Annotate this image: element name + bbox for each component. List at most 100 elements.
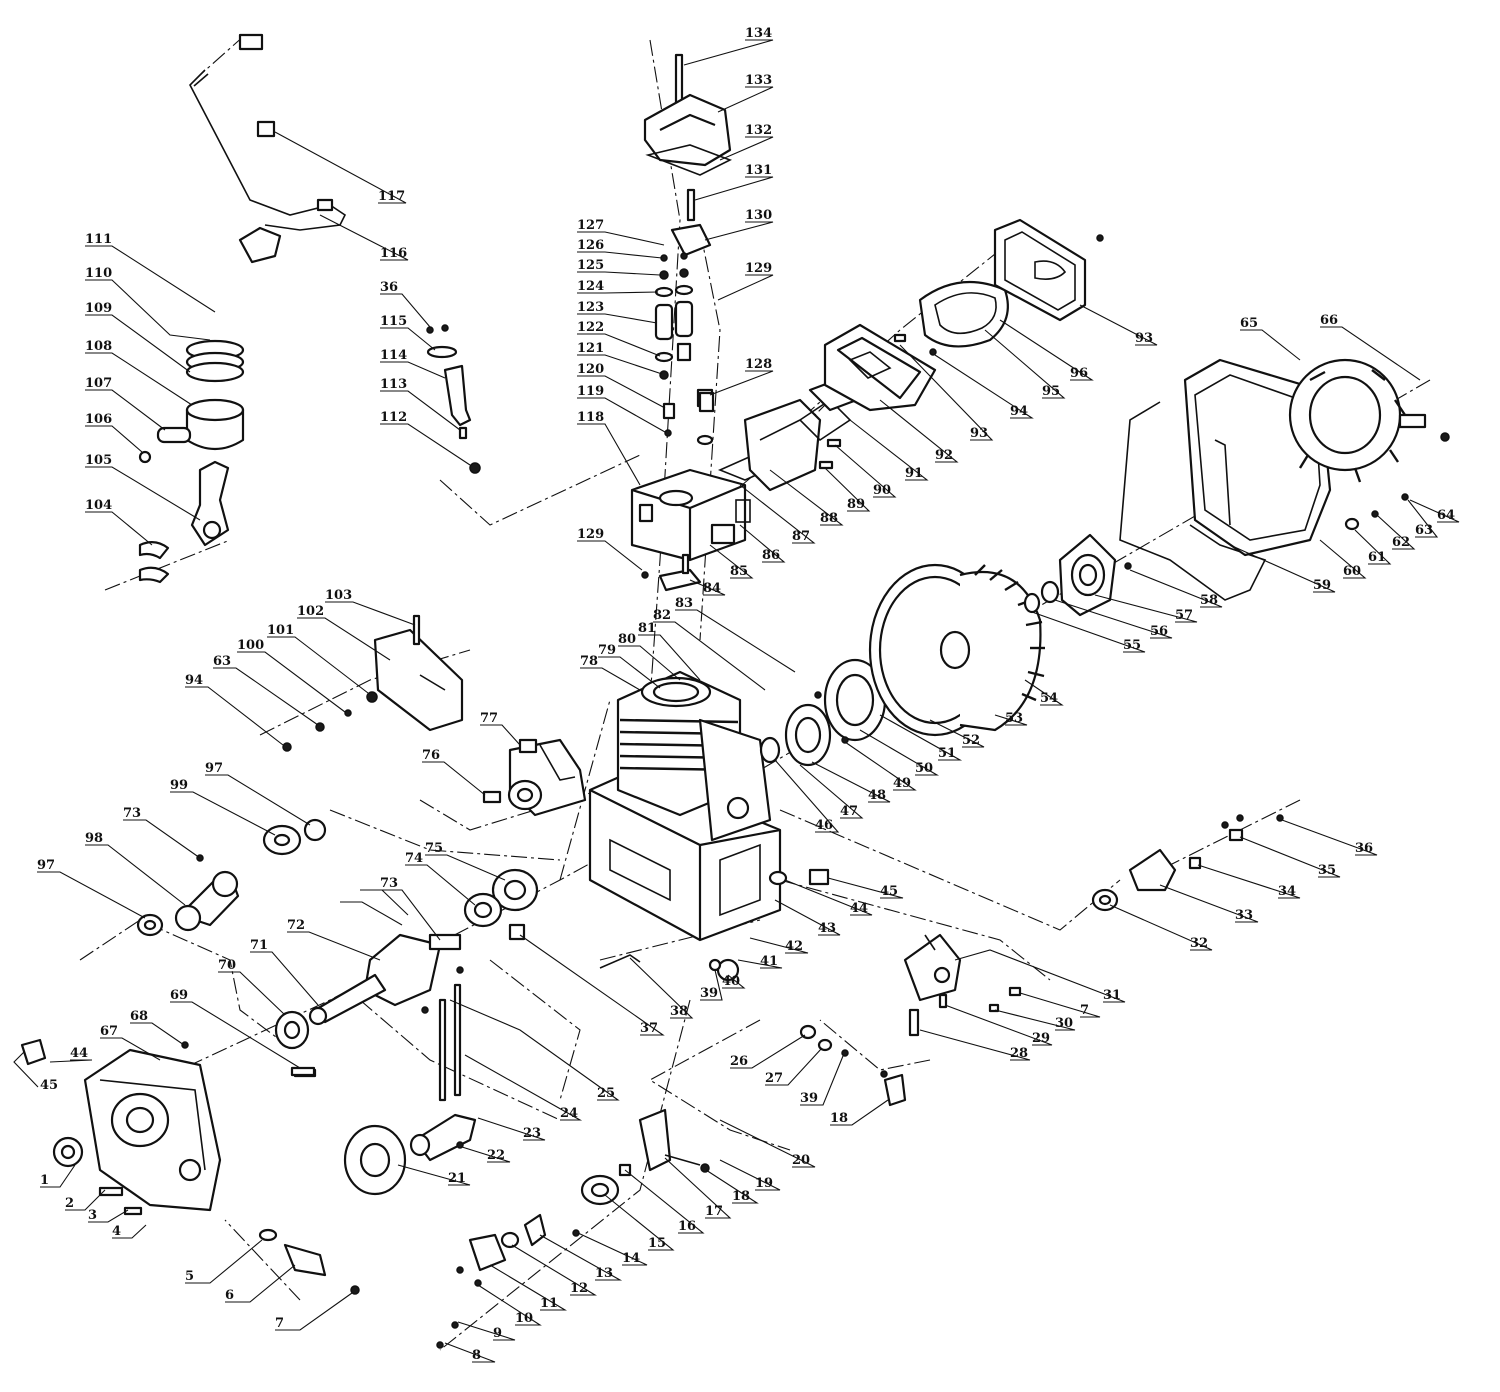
svg-text:69: 69	[170, 988, 188, 1003]
callout-85: 85	[709, 544, 754, 579]
svg-text:23: 23	[523, 1126, 541, 1141]
svg-text:13: 13	[595, 1266, 613, 1281]
callout-47: 47	[799, 764, 864, 819]
callout-7b: 7	[1019, 992, 1101, 1018]
svg-text:102: 102	[297, 604, 324, 619]
callout-115: 115	[380, 314, 436, 351]
svg-text:105: 105	[85, 453, 112, 468]
callout-93: 93	[899, 344, 994, 441]
svg-text:18: 18	[830, 1111, 848, 1126]
callout-95: 95	[984, 329, 1066, 399]
callout-10: 10	[477, 1284, 542, 1326]
callout-126: 126	[577, 238, 663, 259]
svg-text:74: 74	[405, 851, 423, 866]
svg-text:43: 43	[818, 921, 836, 936]
callout-71: 71	[250, 938, 319, 1006]
assembly-centerlines	[79, 34, 1431, 1351]
callout-72: 72	[287, 918, 381, 961]
engine-parts	[20, 33, 1450, 1349]
callout-40: 40	[722, 974, 746, 989]
camshaft-gear	[343, 966, 477, 1196]
svg-text:131: 131	[745, 163, 772, 178]
svg-text:94: 94	[185, 673, 203, 688]
svg-text:123: 123	[577, 300, 604, 315]
callout-15: 15	[604, 1194, 675, 1251]
callout-82: 82	[653, 608, 766, 691]
callout-125: 125	[577, 258, 661, 276]
svg-text:129: 129	[745, 261, 772, 276]
svg-text:46: 46	[815, 818, 833, 833]
callout-45: 45	[827, 877, 904, 899]
callout-25: 25	[449, 999, 620, 1101]
callout-57: 57	[1094, 594, 1198, 623]
svg-text:48: 48	[868, 788, 886, 803]
callout-38: 38	[629, 957, 694, 1019]
callout-117: 117	[274, 131, 407, 204]
callout-29: 29	[944, 1004, 1053, 1046]
svg-text:132: 132	[745, 123, 772, 138]
svg-text:84: 84	[703, 581, 721, 596]
svg-text:35: 35	[1318, 863, 1336, 878]
callout-22b	[360, 889, 409, 916]
crankcase-side-cover	[20, 1038, 360, 1295]
svg-text:104: 104	[85, 498, 112, 513]
callout-68: 68	[130, 1009, 185, 1046]
svg-text:111: 111	[85, 232, 112, 247]
callout-92: 92	[879, 399, 959, 463]
starter-motor	[482, 738, 587, 817]
callout-132: 132	[719, 123, 774, 161]
callout-122: 122	[577, 320, 661, 357]
callout-116: 116	[319, 214, 409, 261]
callout-3: 3	[88, 1208, 129, 1223]
callout-102: 102	[297, 604, 391, 661]
callout-94b: 94	[185, 673, 284, 746]
callout-97: 97	[37, 858, 146, 919]
svg-text:25: 25	[597, 1086, 615, 1101]
callout-118: 118	[577, 410, 641, 486]
callout-61: 61	[1354, 529, 1392, 565]
callout-54: 54	[1024, 679, 1064, 706]
callout-62: 62	[1377, 515, 1416, 550]
callout-39: 39	[700, 969, 723, 1001]
callout-66: 66	[1320, 313, 1421, 381]
callout-44: 44	[784, 879, 873, 916]
svg-text:97: 97	[205, 761, 223, 776]
callout-27: 27	[765, 1047, 823, 1086]
svg-text:41: 41	[760, 954, 778, 969]
callout-97b: 97	[205, 761, 311, 826]
callout-50: 50	[859, 729, 940, 776]
callout-33: 33	[1159, 884, 1259, 923]
svg-text:44: 44	[850, 901, 868, 916]
svg-text:40: 40	[722, 974, 740, 989]
callout-51: 51	[879, 714, 963, 761]
callout-83: 83	[675, 596, 796, 673]
svg-text:58: 58	[1200, 593, 1218, 608]
callout-107: 107	[85, 376, 166, 431]
callout-9: 9	[457, 1321, 516, 1341]
callout-34: 34	[1197, 864, 1301, 899]
svg-text:120: 120	[577, 362, 604, 377]
callout-5: 5	[185, 1239, 263, 1284]
svg-text:80: 80	[618, 632, 636, 647]
svg-text:83: 83	[675, 596, 693, 611]
svg-text:55: 55	[1123, 638, 1141, 653]
callout-42: 42	[749, 937, 809, 954]
svg-text:3: 3	[88, 1208, 97, 1223]
callout-2: 2	[65, 1189, 106, 1211]
svg-text:122: 122	[577, 320, 604, 335]
svg-text:88: 88	[820, 511, 838, 526]
callout-69: 69	[170, 988, 301, 1069]
svg-text:68: 68	[130, 1009, 148, 1024]
svg-text:10: 10	[515, 1311, 533, 1326]
callout-20: 20	[719, 1119, 816, 1168]
svg-text:7: 7	[275, 1316, 284, 1331]
svg-text:77: 77	[480, 711, 498, 726]
svg-text:114: 114	[380, 348, 407, 363]
crankshaft	[308, 933, 462, 1026]
callout-36: 36	[1281, 819, 1378, 856]
svg-text:87: 87	[792, 529, 810, 544]
svg-text:15: 15	[648, 1236, 666, 1251]
svg-text:99: 99	[170, 778, 188, 793]
callout-26: 26	[730, 1034, 806, 1069]
svg-text:73: 73	[123, 806, 141, 821]
